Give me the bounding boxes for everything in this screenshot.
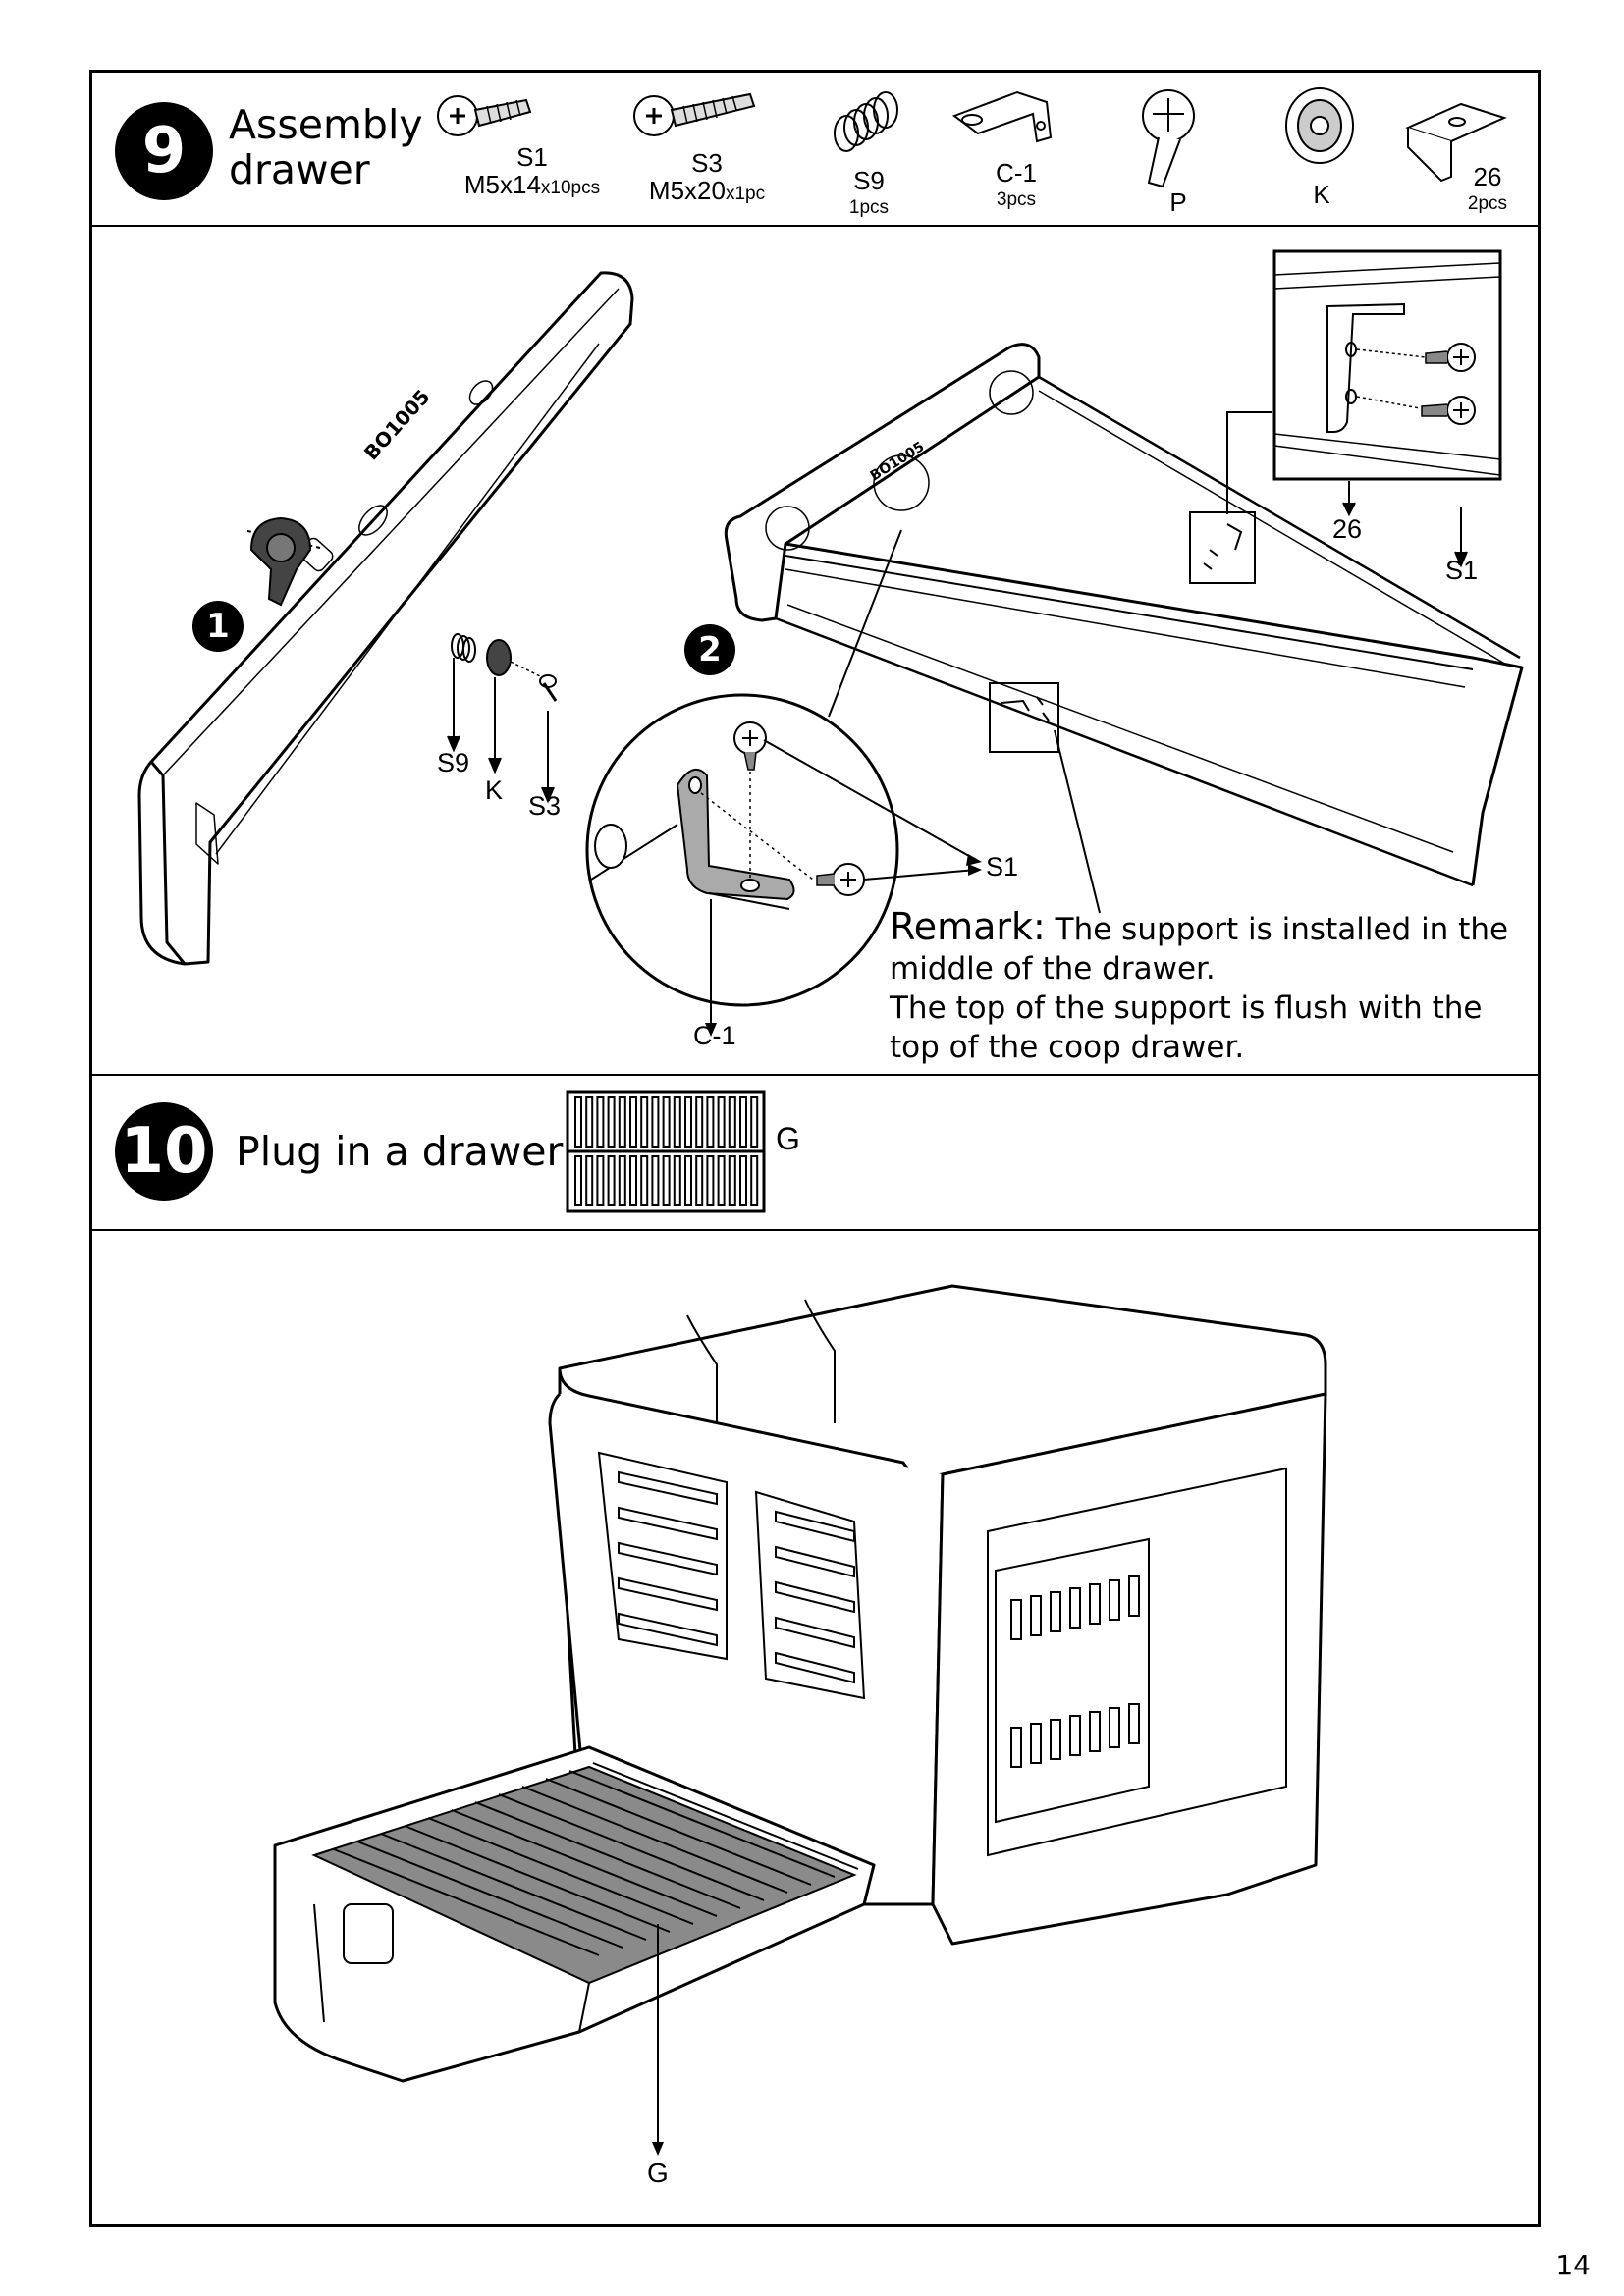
substep-2-badge: 2 (684, 624, 735, 675)
callout-k: K (485, 775, 504, 805)
part-s3-qty: x1pc (725, 184, 766, 204)
step-10-badge: 10 (115, 1102, 213, 1201)
part-label-s9: S9 1pcs (815, 167, 923, 222)
remark-line2: The top of the support is flush with the… (890, 990, 1483, 1065)
callout-26: 26 (1332, 514, 1363, 544)
part-c1-id: C-1 (996, 158, 1037, 187)
callout-c1: C-1 (693, 1021, 736, 1050)
part-label-k: K (1292, 181, 1351, 208)
support-26-icon (1405, 102, 1507, 183)
screw-s1-icon (437, 95, 532, 136)
drawer-front-panel-drawing: BO1005 (137, 271, 634, 966)
substep1-leader-lines (447, 658, 555, 804)
remark-leader-line (1054, 729, 1101, 914)
step-9-title-line1: Assembly (229, 101, 423, 148)
remark-text: Remark: The support is installed in the … (890, 907, 1528, 1067)
callout-s1-inset: S1 (1445, 556, 1479, 585)
step-9-title: Assembly drawer (229, 102, 423, 192)
part-label-p: P (1149, 188, 1208, 216)
divider-step10-header (89, 1229, 1541, 1231)
remark-label: Remark: (890, 905, 1046, 948)
part-k-id: K (1313, 180, 1330, 209)
bracket-c1-icon (951, 90, 1053, 143)
part-s1-qty: x10pcs (540, 178, 601, 198)
spring-washer-screw-drawing (451, 633, 558, 702)
part-s1-spec: M5x14 (463, 170, 541, 199)
grate-g-icon (566, 1090, 766, 1213)
page-frame (89, 70, 1541, 2227)
callout-g: G (647, 2158, 669, 2188)
part-p-id: P (1169, 187, 1187, 217)
latch-p-drawing (249, 516, 312, 607)
callout-s9: S9 (437, 748, 470, 777)
washer-k-icon (1285, 87, 1354, 164)
bracket-detail-circle (585, 529, 982, 1037)
page-number: 14 (1555, 2249, 1591, 2281)
divider-step10-top (89, 1074, 1541, 1076)
part-26-qty: 2pcs (1467, 193, 1508, 214)
inset-leader-lines (1226, 411, 1468, 568)
screw-s3-icon (633, 92, 756, 136)
part-s1-id: S1 (516, 142, 548, 172)
callout-s1-detail: S1 (986, 852, 1019, 881)
part-label-c1: C-1 3pcs (962, 159, 1070, 214)
support-26-detail-inset (1272, 249, 1502, 481)
step-10-title: Plug in a drawer (236, 1128, 564, 1175)
svg-text:BO1005: BO1005 (359, 385, 435, 464)
part-s3-spec: M5x20 (648, 176, 726, 205)
spring-s9-icon (834, 91, 898, 152)
part-c1-qty: 3pcs (996, 189, 1037, 210)
callout-s3: S3 (528, 791, 562, 821)
divider-step9-header (89, 225, 1541, 227)
support-location-box (1189, 511, 1256, 584)
center-support-box (989, 682, 1059, 753)
substep-1-badge: 1 (192, 601, 244, 652)
part-label-s3: S3 M5x20x1pc (628, 149, 785, 208)
part-s9-id: S9 (853, 166, 885, 195)
step-9-title-line2: drawer (229, 146, 370, 193)
part-label-26: 26 2pcs (1443, 163, 1532, 218)
drawer-box-drawing: BO1005 (724, 343, 1524, 887)
part-s3-id: S3 (691, 148, 723, 178)
coop-with-drawer-drawing (273, 1284, 1327, 2156)
part-s9-qty: 1pcs (848, 197, 890, 218)
step-9-badge: 9 (115, 102, 213, 200)
part-label-s1: S1 M5x14x10pcs (454, 143, 611, 202)
part-26-id: 26 (1473, 162, 1502, 191)
latch-p-icon (1142, 89, 1195, 188)
remark-line1: The support is installed in the middle o… (890, 912, 1509, 987)
part-g-label: G (776, 1121, 800, 1156)
